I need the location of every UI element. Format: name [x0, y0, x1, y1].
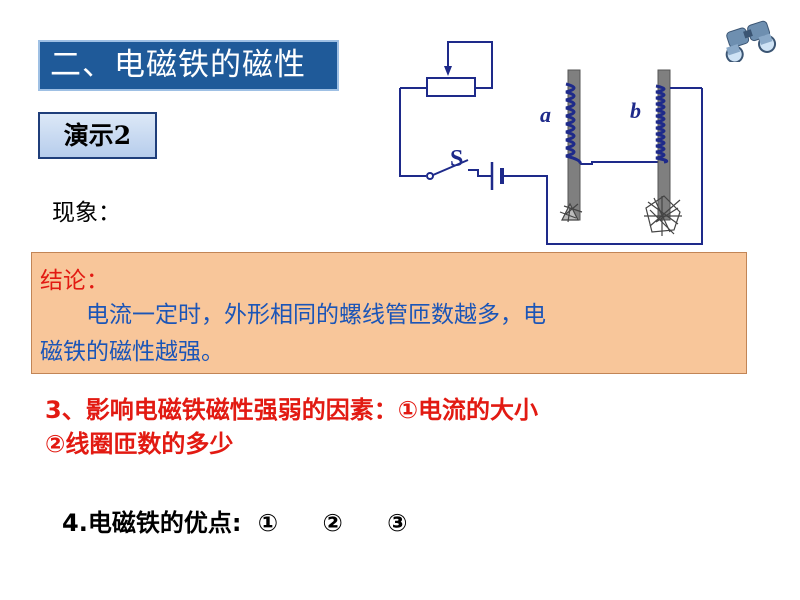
coil-a-label: a [540, 102, 551, 127]
factors-text: 3、影响电磁铁磁性强弱的因素：①电流的大小 ②线圈匝数的多少 [45, 393, 745, 461]
factors-line-2: ②线圈匝数的多少 [45, 430, 234, 458]
rheostat [426, 77, 476, 97]
wire-left [399, 88, 426, 177]
advantages-label: 4.电磁铁的优点: [62, 509, 242, 537]
conclusion-text-line-1: 电流一定时，外形相同的螺线管匝数越多，电 [40, 302, 546, 328]
advantage-item-2: ② [322, 509, 343, 537]
switch-label: S [450, 146, 463, 172]
conclusion-heading: 结论： [40, 268, 109, 294]
electromagnet-circuit-diagram: S a b [399, 41, 703, 245]
conclusion-text: 电流一定时，外形相同的螺线管匝数越多，电 磁铁的磁性越强。 [40, 297, 730, 371]
binoculars-icon[interactable] [721, 18, 779, 62]
coil-a-windings [565, 82, 582, 165]
demo-label-box: 演示2 [38, 112, 157, 159]
factors-line-1: 3、影响电磁铁磁性强弱的因素：①电流的大小 [45, 396, 539, 424]
coil-b-windings [655, 84, 703, 191]
coil-b-label: b [630, 98, 641, 123]
wire-battery-right [502, 175, 703, 245]
switch-lever [432, 159, 469, 176]
phenomenon-label: 现象： [52, 200, 121, 226]
advantages-line: 4.电磁铁的优点: ① ② ③ [62, 503, 435, 538]
conclusion-text-line-2: 磁铁的磁性越强。 [40, 339, 224, 365]
iron-filings-a [559, 202, 583, 223]
wire-rheostat-right [447, 41, 493, 89]
conclusion-box: 结论： 电流一定时，外形相同的螺线管匝数越多，电 磁铁的磁性越强。 [31, 252, 747, 374]
wire-switch-battery [468, 169, 492, 177]
advantage-item-3: ③ [387, 509, 408, 537]
advantage-item-1: ① [257, 509, 279, 537]
wire-between-coils [580, 161, 664, 165]
rheostat-slider-arrow [444, 66, 452, 76]
iron-filings-b [644, 195, 682, 236]
page-title: 二、电磁铁的磁性 [38, 40, 339, 91]
switch-contact [426, 172, 434, 180]
